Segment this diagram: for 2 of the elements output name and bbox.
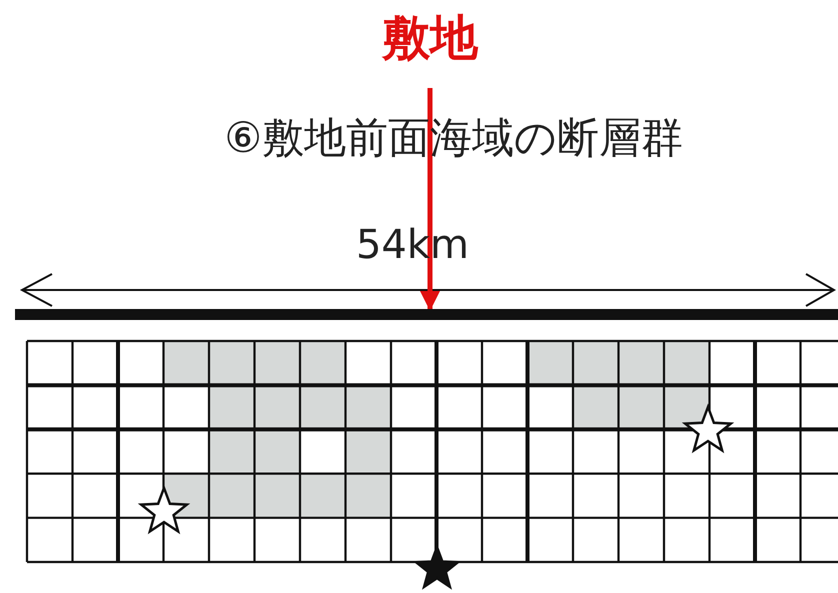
arrow [420,88,440,311]
site-label: 敷地 [330,8,530,68]
